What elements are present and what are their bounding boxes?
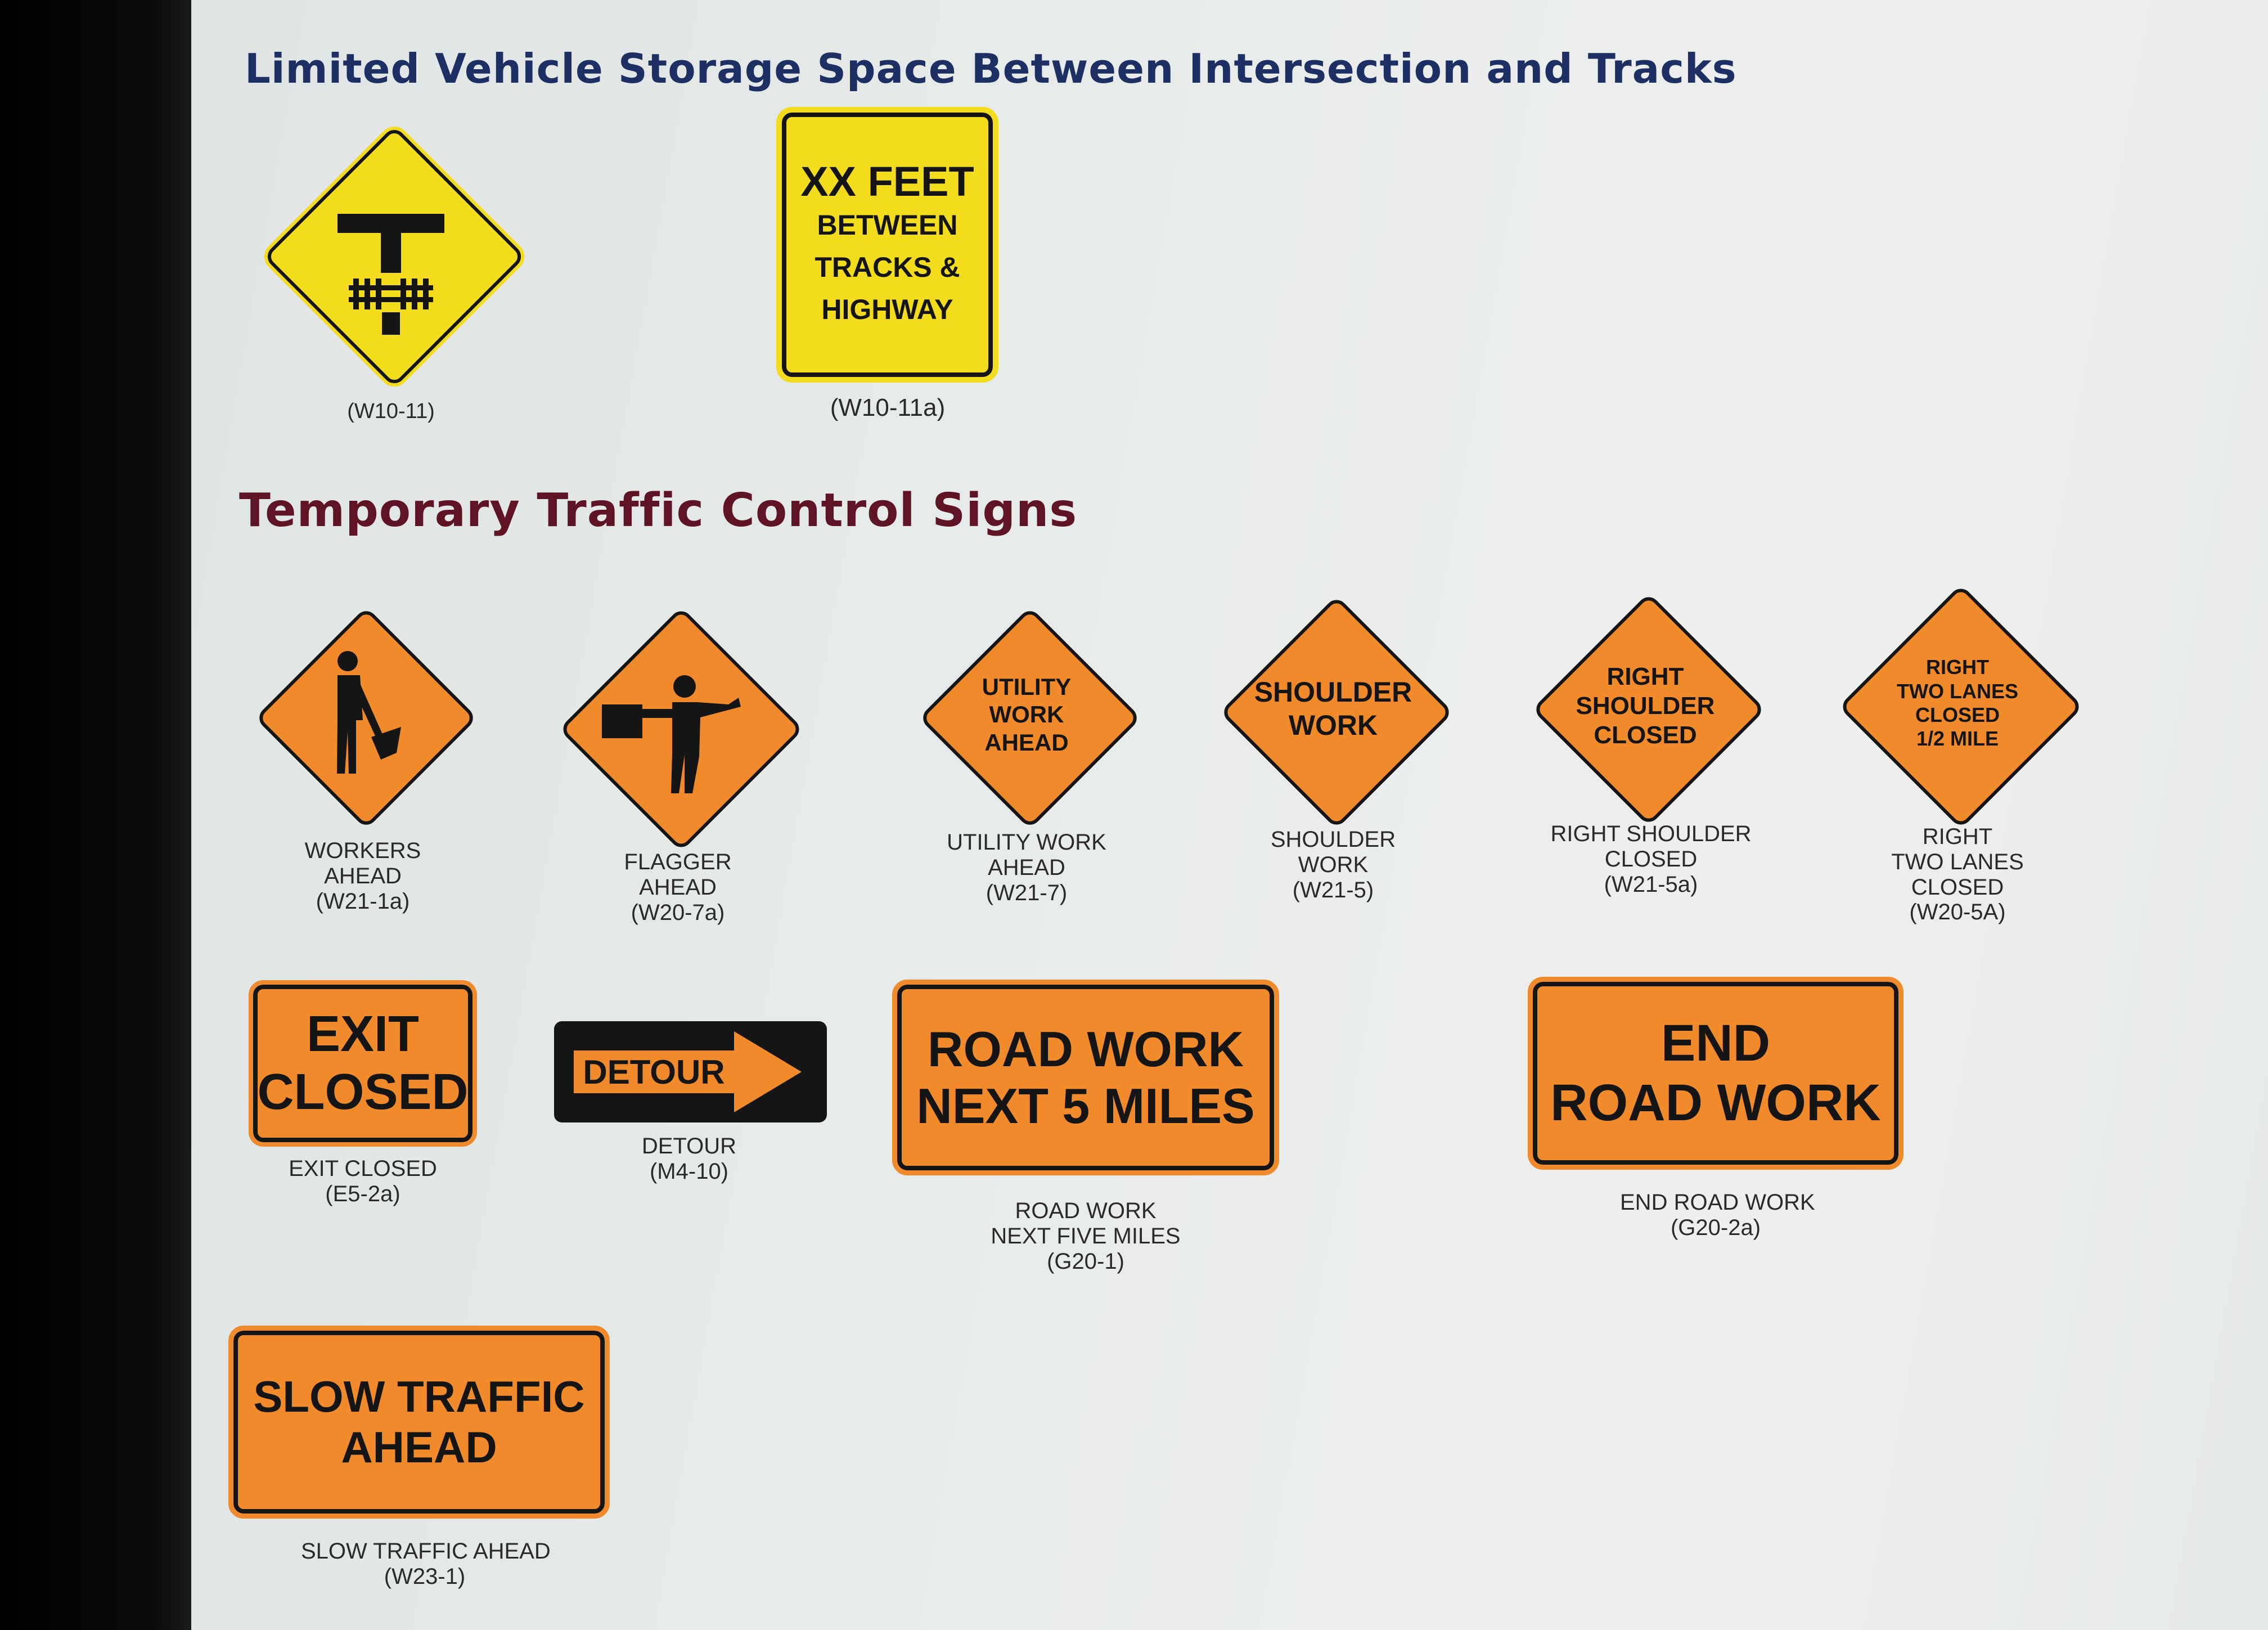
- caption-w10-11: (W10-11): [347, 399, 435, 423]
- sign-m4-10: DETOUR: [554, 1021, 827, 1122]
- sign-g20-1-line: ROAD WORK: [927, 1021, 1244, 1077]
- section-heading-temporary-traffic-control: Temporary Traffic Control Signs: [239, 484, 1078, 537]
- caption-w10-11a: (W10-11a): [830, 394, 946, 421]
- sign-w21-5a: RIGHT SHOULDER CLOSED: [1532, 592, 1766, 827]
- sign-w23-1-line: SLOW TRAFFIC: [253, 1371, 585, 1421]
- sign-w21-1a: [255, 607, 478, 829]
- sign-w10-11: [263, 125, 526, 388]
- sign-w21-5a-line: SHOULDER: [1576, 692, 1715, 720]
- caption-g20-2a: END ROAD WORK (G20-2a): [1620, 1190, 1815, 1240]
- sign-w21-7: UTILITY WORK AHEAD: [919, 607, 1141, 829]
- flagger-icon: [602, 675, 741, 793]
- sign-w21-5-line: SHOULDER: [1254, 676, 1412, 708]
- sign-w21-5a-line: CLOSED: [1594, 721, 1697, 749]
- sign-g20-2a-line: ROAD WORK: [1550, 1074, 1881, 1131]
- sign-w20-5a-line: RIGHT: [1926, 655, 1989, 679]
- sign-w21-7-line: WORK: [989, 701, 1064, 728]
- sign-w23-1: SLOW TRAFFIC AHEAD: [228, 1326, 610, 1519]
- right-arrow-icon: [574, 1031, 802, 1112]
- sign-w10-11a-line: XX FEET: [800, 158, 974, 205]
- sign-g20-2a: END ROAD WORK: [1528, 977, 1904, 1170]
- sign-w10-11a: XX FEET BETWEEN TRACKS & HIGHWAY: [776, 107, 998, 383]
- sign-w23-1-line: AHEAD: [341, 1422, 497, 1472]
- sign-m4-10-label: DETOUR: [583, 1053, 725, 1091]
- caption-m4-10: DETOUR (M4-10): [641, 1134, 737, 1184]
- sign-e5-2a: EXIT CLOSED: [249, 980, 477, 1147]
- sign-e5-2a-line: EXIT: [306, 1005, 420, 1062]
- caption-w23-1: SLOW TRAFFIC AHEAD (W23-1): [301, 1539, 551, 1589]
- sign-w21-7-line: AHEAD: [984, 729, 1069, 756]
- sign-w10-11a-line: HIGHWAY: [821, 294, 953, 326]
- caption-g20-1: ROAD WORK NEXT FIVE MILES (G20-1): [991, 1198, 1181, 1274]
- sign-w21-5: SHOULDER WORK: [1220, 595, 1454, 829]
- sign-g20-1: ROAD WORK NEXT 5 MILES: [892, 980, 1279, 1175]
- sign-w21-7-line: UTILITY: [982, 673, 1072, 700]
- caption-w21-7: UTILITY WORK AHEAD (W21-7): [947, 830, 1106, 905]
- tee-intersection-railroad-tracks-icon: [338, 214, 444, 335]
- section-heading-limited-storage: Limited Vehicle Storage Space Between In…: [245, 45, 1737, 92]
- sign-w20-5a-line: TWO LANES: [1897, 679, 2018, 703]
- web-page: Limited Vehicle Storage Space Between In…: [191, 0, 2268, 1630]
- sign-w20-5a-line: CLOSED: [1915, 703, 2000, 726]
- sign-e5-2a-line: CLOSED: [257, 1064, 469, 1120]
- sign-g20-2a-line: END: [1660, 1014, 1771, 1072]
- caption-w21-5a: RIGHT SHOULDER CLOSED (W21-5a): [1550, 821, 1752, 897]
- sign-w21-5-line: WORK: [1288, 710, 1378, 741]
- caption-w20-5a: RIGHT TWO LANES CLOSED (W20-5A): [1891, 824, 2024, 925]
- sign-w20-7a: [559, 607, 804, 852]
- sign-w10-11a-line: BETWEEN: [817, 209, 958, 241]
- sign-w10-11a-line: TRACKS &: [814, 252, 960, 284]
- sign-w20-5a-line: 1/2 MILE: [1916, 727, 1999, 751]
- monitor-bezel: [0, 0, 191, 1630]
- worker-shovel-icon: [337, 651, 401, 774]
- caption-w21-1a: WORKERS AHEAD (W21-1a): [304, 838, 421, 914]
- sign-g20-1-line: NEXT 5 MILES: [916, 1078, 1255, 1134]
- caption-e5-2a: EXIT CLOSED (E5-2a): [289, 1156, 437, 1206]
- caption-w20-7a: FLAGGER AHEAD (W20-7a): [624, 850, 732, 925]
- sign-w21-5a-line: RIGHT: [1606, 663, 1684, 691]
- caption-w21-5: SHOULDER WORK (W21-5): [1270, 827, 1396, 902]
- sign-w20-5a: RIGHT TWO LANES CLOSED 1/2 MILE: [1838, 584, 2084, 829]
